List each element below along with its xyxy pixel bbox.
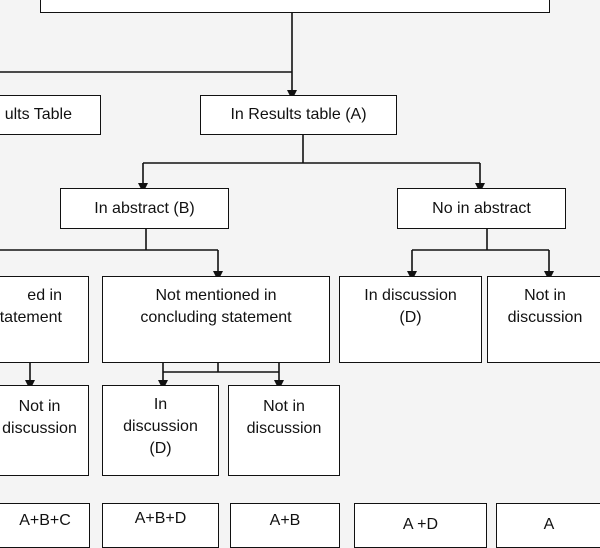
not-mentioned-concluding-label: Not mentioned in concluding statement <box>140 287 292 326</box>
no-in-abstract-box: No in abstract <box>397 188 566 229</box>
not-in-discussion-mid-box: Not in discussion <box>228 385 340 476</box>
not-mentioned-concluding-box: Not mentioned in concluding statement <box>102 276 330 363</box>
not-in-discussion-mid-label: Not in discussion <box>246 398 322 437</box>
outcome-box-4: A +D <box>354 503 487 548</box>
in-abstract-label: In abstract (B) <box>94 199 195 217</box>
not-in-discussion-right-label: Not in discussion <box>507 287 583 326</box>
mentioned-concluding-box: ed in tatement <box>0 276 89 363</box>
outcome-label-2: A+B+D <box>134 510 187 527</box>
outcome-box-1: A+B+C <box>0 503 90 548</box>
connector-lines <box>0 12 554 390</box>
not-in-discussion-right-box: Not in discussion <box>487 276 600 363</box>
in-discussion-d-right-box: In discussion (D) <box>339 276 482 363</box>
in-discussion-d-right-label: In discussion (D) <box>364 287 457 326</box>
in-discussion-d-mid-label: In discussion (D) <box>123 396 198 457</box>
outcome-box-3: A+B <box>230 503 340 548</box>
top-box <box>40 0 550 13</box>
results-table-box-left: ults Table <box>0 95 101 135</box>
outcome-box-2: A+B+D <box>102 503 219 548</box>
in-discussion-d-mid-box: In discussion (D) <box>102 385 219 476</box>
in-results-table-box: In Results table (A) <box>200 95 397 135</box>
not-in-discussion-left-label: Not in discussion <box>2 398 77 437</box>
not-in-discussion-left-box: Not in discussion <box>0 385 89 476</box>
in-results-table-label: In Results table (A) <box>230 106 367 123</box>
in-abstract-box: In abstract (B) <box>60 188 229 229</box>
outcome-label-5: A <box>543 516 555 533</box>
mentioned-concluding-label: ed in tatement <box>0 287 62 326</box>
outcome-label-4: A +D <box>402 516 439 533</box>
outcome-label-1: A+B+C <box>19 512 71 529</box>
outcome-box-5: A <box>496 503 600 548</box>
outcome-label-3: A+B <box>269 512 301 529</box>
no-in-abstract-label: No in abstract <box>432 199 531 217</box>
results-table-label: ults Table <box>4 106 72 123</box>
